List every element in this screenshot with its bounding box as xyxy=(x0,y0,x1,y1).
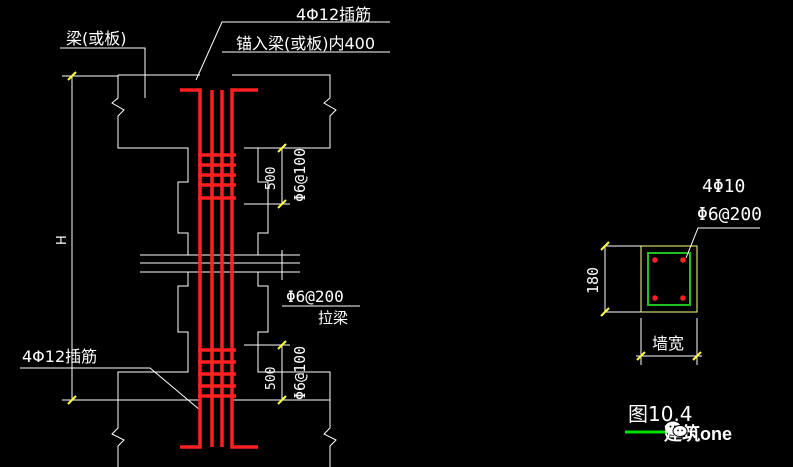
beam-or-slab-label: 梁(或板) xyxy=(66,29,127,48)
dim-500-bottom-label: 500 xyxy=(264,367,279,390)
wechat-icon xyxy=(665,421,688,437)
insert-bars-top-label: 4Φ12插筋 xyxy=(296,5,371,24)
column-rebar xyxy=(180,88,258,449)
figure-title: 图10.4 xyxy=(628,402,693,426)
section-detail xyxy=(600,227,760,434)
dimension-ticks xyxy=(67,71,287,405)
tie-beam-label: 拉梁 xyxy=(318,309,348,327)
wall-outline xyxy=(20,21,390,467)
stirrup-mid-label: Φ6@200 xyxy=(286,287,344,306)
anchor-note-label: 锚入梁(或板)内400 xyxy=(236,34,375,53)
insert-bars-bottom-label: 4Φ12插筋 xyxy=(22,347,97,366)
section-stirrup-label: Φ6@200 xyxy=(697,204,762,225)
stirrup-dense-bottom-label: Φ6@100 xyxy=(291,346,309,400)
section-long-bars-label: 4Φ10 xyxy=(702,176,745,197)
height-label: H xyxy=(55,235,70,245)
stirrup-dense-top-label: Φ6@100 xyxy=(291,148,309,202)
dim-500-top-label: 500 xyxy=(264,167,279,190)
section-width-label: 墙宽 xyxy=(652,334,684,353)
section-height-dim-label: 180 xyxy=(584,267,602,294)
watermark: 建筑one xyxy=(664,420,732,446)
